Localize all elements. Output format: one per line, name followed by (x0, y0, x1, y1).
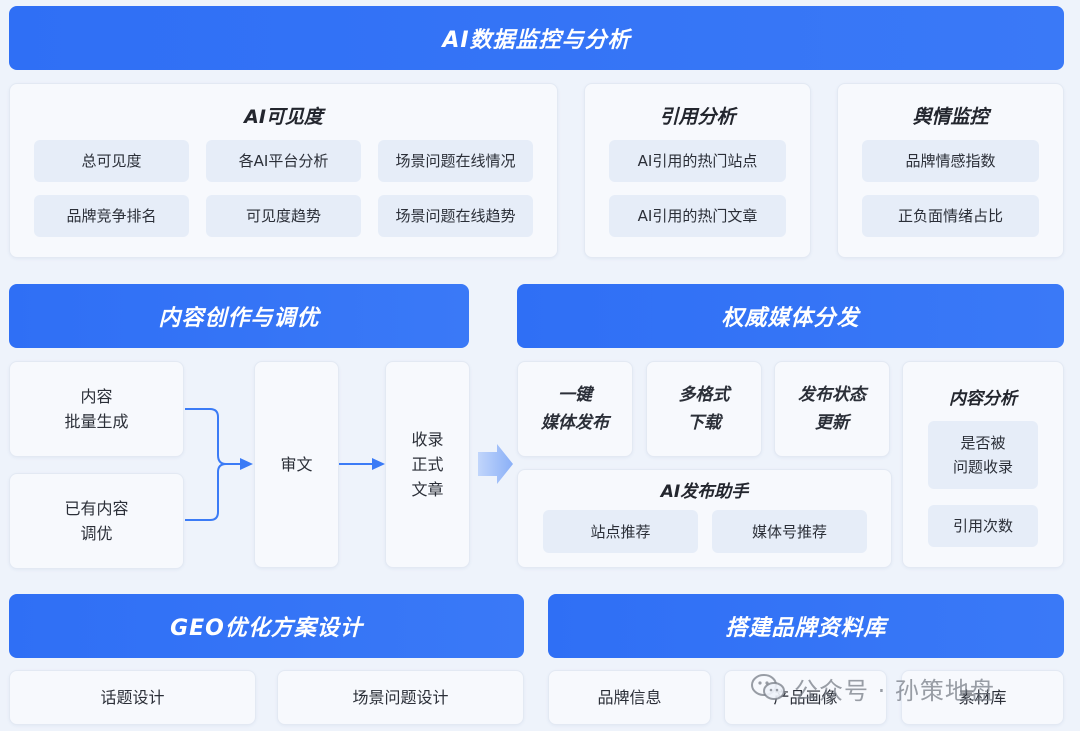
chip-citation-count: 引用次数 (928, 505, 1038, 547)
chip-platform-analysis: 各AI平台分析 (206, 140, 361, 182)
media-header: 权威媒体分发 (517, 284, 1064, 348)
chip-hot-articles: AI引用的热门文章 (609, 195, 786, 237)
ai-assistant-title: AI发布助手 (660, 482, 749, 502)
arrow-to-publish (372, 458, 385, 470)
chip-total-visibility: 总可见度 (34, 140, 189, 182)
chip-scene-trend: 场景问题在线趋势 (378, 195, 533, 237)
card-publish-article: 收录 正式 文章 (385, 361, 470, 568)
card-one-click-publish: 一键 媒体发布 (517, 361, 633, 457)
arrow-to-review (240, 458, 253, 470)
card-optimize-existing: 已有内容 调优 (9, 473, 184, 569)
chip-site-recommend: 站点推荐 (543, 510, 698, 553)
arrow-to-media (478, 444, 513, 484)
connector-batch (185, 408, 240, 465)
watermark: 公众号 · 孙策地盘 (750, 670, 995, 706)
chip-media-recommend: 媒体号推荐 (712, 510, 867, 553)
chip-sentiment-index: 品牌情感指数 (862, 140, 1039, 182)
chip-scene-online: 场景问题在线情况 (378, 140, 533, 182)
chip-emotion-ratio: 正负面情绪占比 (862, 195, 1039, 237)
card-brand-info: 品牌信息 (548, 670, 711, 725)
wechat-icon (751, 674, 785, 700)
watermark-text: 公众号 · 孙策地盘 (794, 676, 995, 705)
content-analysis-title: 内容分析 (949, 389, 1017, 409)
card-asset-library: 素材库 (901, 670, 1064, 725)
card-status-update: 发布状态 更新 (774, 361, 890, 457)
card-scene-question-design: 场景问题设计 (277, 670, 524, 725)
card-product-persona: 产品画像 (724, 670, 887, 725)
chip-hot-sites: AI引用的热门站点 (609, 140, 786, 182)
monitoring-header: AI数据监控与分析 (9, 6, 1064, 70)
sentiment-title: 舆情监控 (912, 106, 989, 128)
card-topic-design: 话题设计 (9, 670, 256, 725)
chip-brand-ranking: 品牌竞争排名 (34, 195, 189, 237)
card-batch-generate: 内容 批量生成 (9, 361, 184, 457)
citation-title: 引用分析 (659, 106, 736, 128)
connector-optimize (185, 463, 227, 521)
card-multi-format-download: 多格式 下载 (646, 361, 762, 457)
chip-question-indexed: 是否被 问题收录 (928, 421, 1038, 489)
chip-visibility-trend: 可见度趋势 (206, 195, 361, 237)
brand-header: 搭建品牌资料库 (548, 594, 1064, 658)
card-review: 审文 (254, 361, 339, 568)
content-header: 内容创作与调优 (9, 284, 469, 348)
geo-header: GEO优化方案设计 (9, 594, 524, 658)
visibility-title: AI可见度 (244, 106, 323, 128)
